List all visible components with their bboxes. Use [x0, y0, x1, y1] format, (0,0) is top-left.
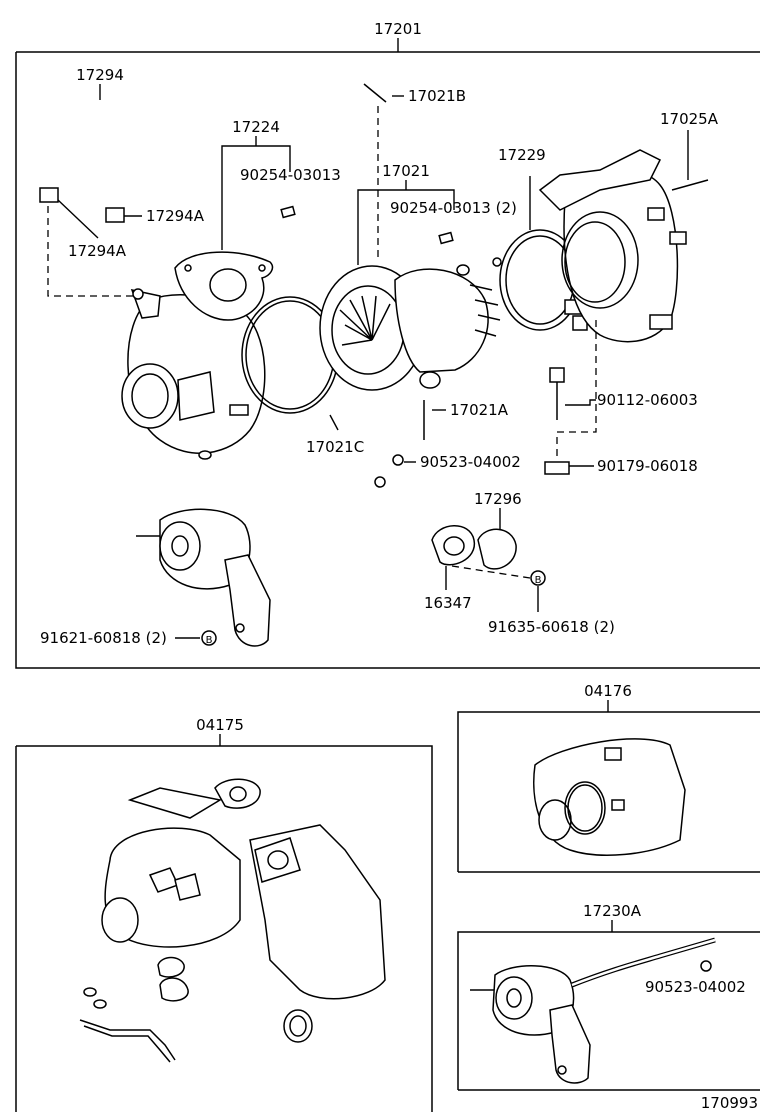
label-17296: 17296: [474, 490, 522, 508]
label-17021a: 17021A: [450, 401, 509, 419]
label-04175: 04175: [196, 716, 244, 734]
label-17025a: 17025A: [660, 110, 719, 128]
center-cartridge-17021: 17021 90254-03013 (2) 17021B: [319, 83, 517, 391]
bolt-90112-06003: 90112-06003 90179-06018: [544, 320, 698, 475]
wastegate-actuator: B 91621-60818 (2): [40, 476, 386, 647]
figure-id: 170993: [701, 1094, 758, 1112]
label-17229: 17229: [498, 146, 546, 164]
kit-04176-box: 04176: [457, 682, 760, 873]
main-assembly-box: 17201: [15, 20, 760, 669]
hose-clamp-icon: [39, 187, 59, 203]
stud-17021a: 17021A: [423, 400, 509, 440]
hose-clamp-icon: [105, 207, 125, 223]
nut-icon: [700, 960, 712, 972]
label-90523-04002-kit: 90523-04002: [645, 978, 746, 996]
label-90254-03013-2: 90254-03013 (2): [390, 199, 517, 217]
label-17294a-lower: 17294A: [68, 242, 127, 260]
pin-icon: [438, 231, 454, 245]
label-17021c: 17021C: [306, 438, 364, 456]
label-17294: 17294: [76, 66, 124, 84]
b-marker-icon: [201, 630, 217, 646]
label-17021b: 17021B: [408, 87, 466, 105]
label-17224: 17224: [232, 118, 280, 136]
b-marker-text: B: [206, 635, 213, 646]
label-90179-06018: 90179-06018: [597, 457, 698, 475]
b-marker-icon: [530, 570, 546, 586]
label-91621-60818: 91621-60818 (2): [40, 629, 167, 647]
label-17021: 17021: [382, 162, 430, 180]
label-90112-06003: 90112-06003: [597, 391, 698, 409]
label-04176: 04176: [584, 682, 632, 700]
nut-icon: [544, 461, 570, 475]
hose-17294: 17294 17294A 17294A: [39, 66, 205, 297]
label-17230a: 17230A: [583, 902, 642, 920]
kit-17230a-box: 17230A 90523-04002: [457, 902, 760, 1091]
turbine-housing: 17025A: [538, 110, 719, 343]
kit-04175-box: 04175: [15, 716, 433, 1112]
gasket-16347-plate-17296: 17296 16347 B 91635-60618 (2): [424, 490, 615, 636]
compressor-housing: [121, 288, 266, 460]
label-90523-04002: 90523-04002: [420, 453, 521, 471]
label-16347: 16347: [424, 594, 472, 612]
ring-17021c: 17021C: [241, 296, 364, 456]
gasket-17224: 17224 90254-03013: [174, 118, 341, 321]
label-17201: 17201: [374, 20, 422, 38]
nut-90523-04002: 90523-04002: [392, 453, 521, 471]
pin-icon: [280, 205, 296, 219]
label-17294a: 17294A: [146, 207, 205, 225]
label-90254-03013: 90254-03013: [240, 166, 341, 184]
b-marker-text: B: [535, 575, 542, 586]
label-91635-60618: 91635-60618 (2): [488, 618, 615, 636]
